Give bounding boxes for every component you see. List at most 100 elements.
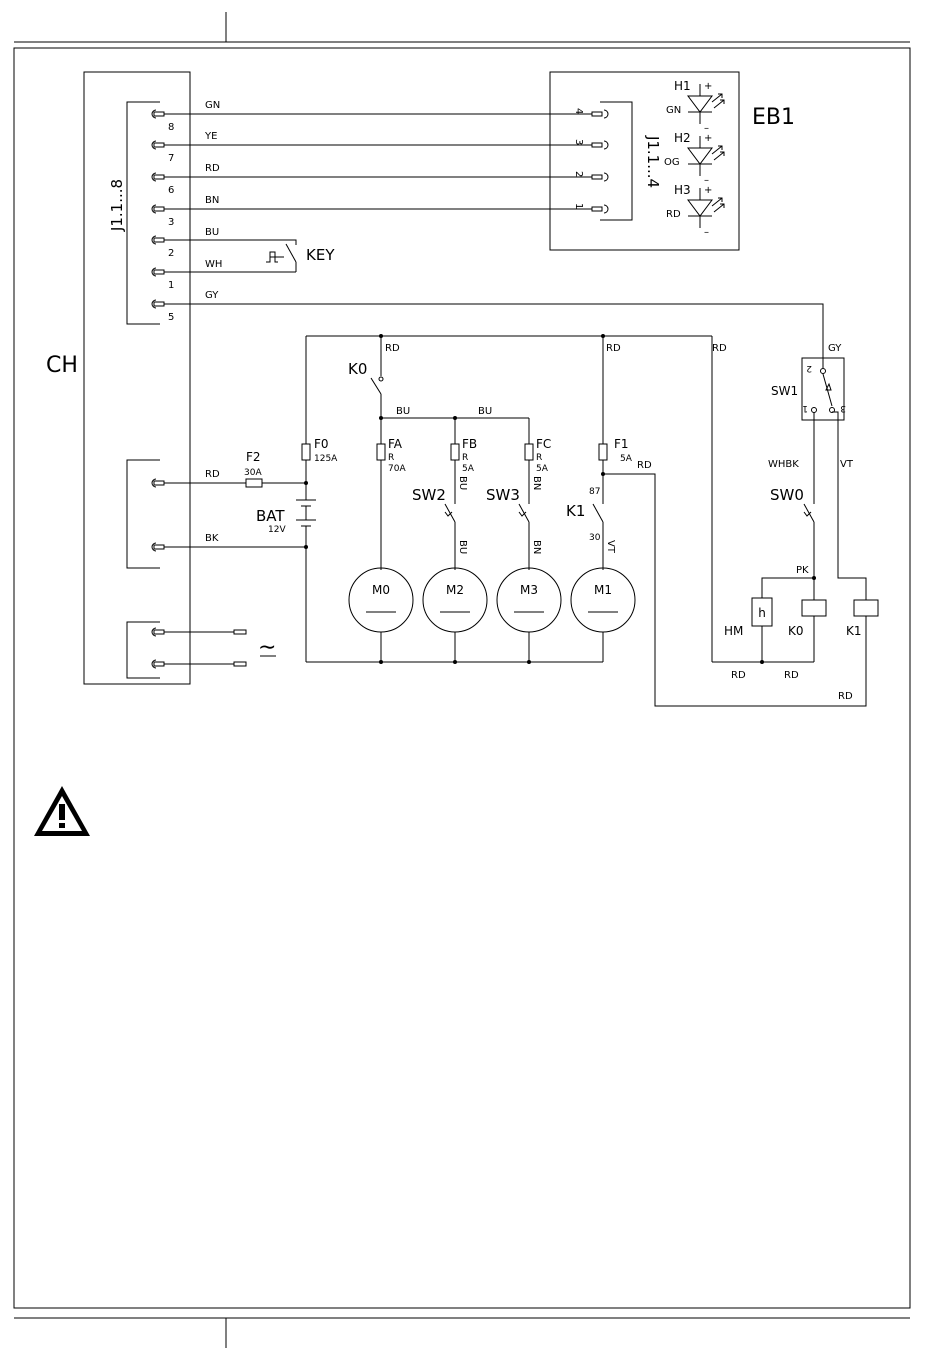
svg-text:YE: YE — [204, 131, 217, 142]
hour-meter-hm: h HM — [724, 598, 772, 662]
svg-text:R: R — [462, 453, 468, 463]
ch-pin-6: 6 RD — [168, 163, 220, 196]
svg-text:125A: 125A — [314, 454, 338, 464]
svg-text:R: R — [388, 453, 394, 463]
svg-text:3: 3 — [168, 217, 174, 228]
svg-text:RD: RD — [731, 670, 746, 681]
svg-text:–: – — [704, 227, 709, 238]
page-frame — [14, 12, 910, 1348]
relay-coil-k0: K0 — [788, 600, 826, 662]
svg-text:3: 3 — [573, 139, 584, 145]
svg-text:BN: BN — [531, 540, 542, 554]
k0-contact: K0 BU BU — [348, 336, 529, 420]
svg-text:+: + — [704, 133, 712, 144]
svg-text:SW0: SW0 — [770, 486, 804, 504]
svg-text:70A: 70A — [388, 464, 406, 474]
ch-pin-7: 7 YE — [168, 131, 217, 164]
svg-text:FB: FB — [462, 437, 477, 451]
svg-text:12V: 12V — [268, 525, 286, 535]
svg-text:BN: BN — [531, 476, 542, 490]
svg-text:5A: 5A — [462, 464, 475, 474]
svg-text:R: R — [536, 453, 542, 463]
svg-text:OG: OG — [664, 157, 680, 168]
svg-text:RD: RD — [385, 343, 400, 354]
svg-text:K1: K1 — [566, 502, 585, 520]
svg-text:5: 5 — [168, 312, 174, 323]
svg-text:h: h — [758, 606, 766, 620]
svg-text:3: 3 — [840, 403, 846, 413]
branch-m1: F1 5A RD 87 K1 30 VT M1 — [566, 336, 866, 706]
svg-text:RD: RD — [205, 469, 220, 480]
svg-text:H3: H3 — [674, 183, 691, 197]
svg-text:FA: FA — [388, 437, 403, 451]
svg-text:GN: GN — [205, 100, 220, 111]
branch-m3: FC R 5A BN SW3 BN M3 — [486, 418, 561, 662]
svg-text:1: 1 — [168, 280, 174, 291]
svg-text:+: + — [704, 81, 712, 92]
svg-text:GY: GY — [205, 290, 219, 301]
ch-label: CH — [46, 353, 78, 378]
svg-text:RD: RD — [712, 343, 727, 354]
svg-text:BU: BU — [396, 406, 410, 417]
led-h2: H2 OG + – — [664, 123, 724, 176]
svg-text:2: 2 — [573, 171, 584, 177]
motor-m0: M0 — [372, 583, 390, 597]
svg-text:RD: RD — [205, 163, 220, 174]
eb1-label: EB1 — [752, 105, 795, 130]
svg-text:F0: F0 — [314, 437, 329, 451]
svg-text:5A: 5A — [536, 464, 549, 474]
connector-ac: ∼ — [127, 622, 276, 678]
svg-text:RD: RD — [666, 209, 681, 220]
ch-pin-5: 5 GY — [168, 290, 219, 323]
svg-text:BK: BK — [205, 533, 219, 544]
coil-return-rail: RD RD RD — [712, 660, 853, 702]
relay-coil-k1: K1 — [846, 600, 878, 638]
svg-text:BU: BU — [205, 227, 219, 238]
svg-text:BAT: BAT — [256, 507, 285, 525]
j1-1-8-label: J1.1...8 — [108, 179, 126, 232]
fuse-f2: F2 30A — [244, 450, 262, 487]
ch-pin-8: 8 GN — [168, 100, 220, 133]
selector-sw1: GY SW1 2 1 3 WHBK VT — [768, 343, 866, 600]
switch-sw0: SW0 PK — [762, 486, 816, 600]
svg-text:–: – — [704, 175, 709, 186]
branch-m2: FB R 5A BU SW2 BU M2 — [412, 418, 487, 662]
svg-text:F2: F2 — [246, 450, 261, 464]
svg-text:BU: BU — [478, 406, 492, 417]
svg-text:GY: GY — [828, 343, 842, 354]
ch-pin-terminals — [152, 110, 164, 308]
svg-text:F1: F1 — [614, 437, 629, 451]
svg-text:87: 87 — [589, 487, 600, 497]
svg-text:2: 2 — [168, 248, 174, 259]
battery-bat: BAT 12V F0 125A — [256, 336, 338, 662]
svg-text:K0: K0 — [788, 624, 804, 638]
svg-text:SW2: SW2 — [412, 486, 446, 504]
j1-1-4-label: J1.1...4 — [644, 135, 662, 188]
branch-m0: FA R 70A M0 — [349, 418, 413, 662]
warning-icon — [34, 786, 90, 836]
svg-text:GN: GN — [666, 105, 681, 116]
svg-text:RD: RD — [637, 460, 652, 471]
led-h1: H1 GN + — [666, 79, 724, 124]
svg-text:WHBK: WHBK — [768, 459, 799, 470]
svg-text:HM: HM — [724, 624, 743, 638]
svg-text:SW1: SW1 — [771, 384, 798, 398]
svg-text:1: 1 — [573, 203, 584, 209]
motor-m2: M2 — [446, 583, 464, 597]
svg-text:K0: K0 — [348, 360, 367, 378]
key-switch: KEY — [266, 240, 335, 272]
key-label: KEY — [306, 246, 335, 264]
ch-pin-2: 2 BU — [168, 227, 219, 259]
svg-text:K1: K1 — [846, 624, 862, 638]
ch-pin-3: 3 BN — [168, 195, 219, 228]
svg-text:+: + — [704, 185, 712, 196]
svg-text:RD: RD — [838, 691, 853, 702]
svg-text:PK: PK — [796, 565, 809, 576]
svg-text:H2: H2 — [674, 131, 691, 145]
svg-text:30A: 30A — [244, 468, 262, 478]
motor-m3: M3 — [520, 583, 538, 597]
svg-text:BU: BU — [457, 476, 468, 490]
svg-text:RD: RD — [784, 670, 799, 681]
svg-text:8: 8 — [168, 122, 174, 133]
